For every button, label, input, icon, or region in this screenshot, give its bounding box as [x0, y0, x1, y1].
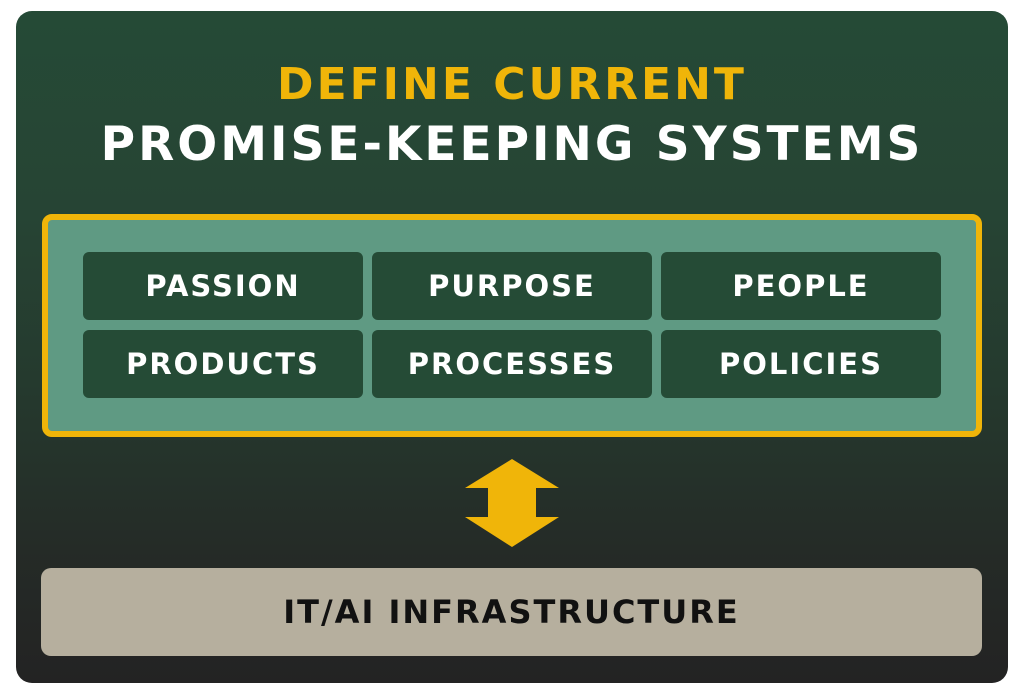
tile-label: PASSION: [145, 269, 301, 303]
double-arrow-vertical-icon: [465, 459, 559, 547]
tile-purpose: PURPOSE: [372, 252, 652, 320]
tile-label: PRODUCTS: [126, 347, 320, 381]
tile-label: PROCESSES: [407, 347, 617, 381]
infrastructure-bar: IT/AI INFRASTRUCTURE: [41, 568, 982, 656]
infrastructure-label: IT/AI INFRASTRUCTURE: [283, 593, 740, 631]
tile-policies: POLICIES: [661, 330, 941, 398]
heading-line-2: PROMISE-KEEPING SYSTEMS: [100, 117, 924, 172]
tile-label: PURPOSE: [428, 269, 596, 303]
tile-products: PRODUCTS: [83, 330, 363, 398]
heading-line-1: DEFINE CURRENT: [277, 59, 747, 110]
tile-processes: PROCESSES: [372, 330, 652, 398]
tile-label: PEOPLE: [732, 269, 870, 303]
tile-label: POLICIES: [719, 347, 883, 381]
promise-systems-panel: [42, 214, 982, 437]
tile-people: PEOPLE: [661, 252, 941, 320]
tile-passion: PASSION: [83, 252, 363, 320]
